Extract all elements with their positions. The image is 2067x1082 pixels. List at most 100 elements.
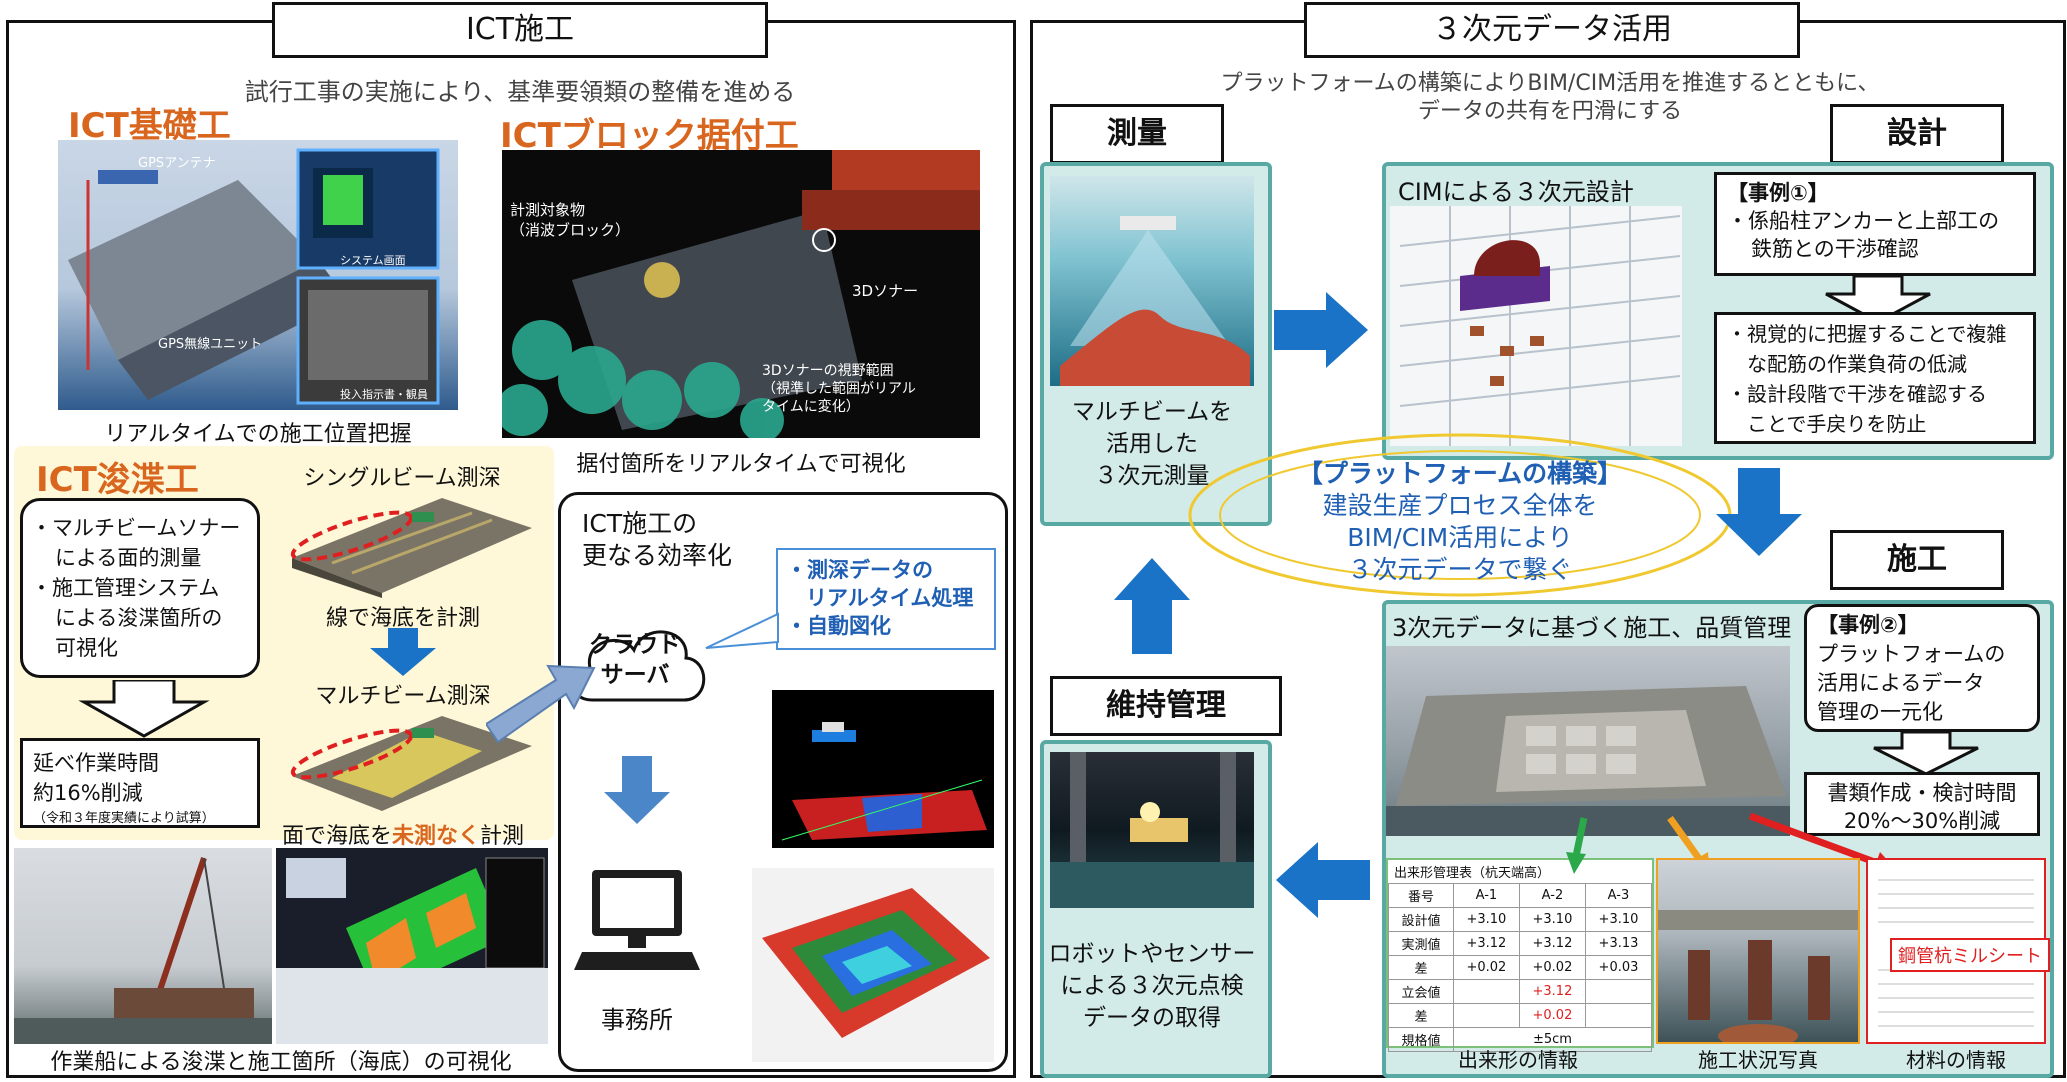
construction-case-box: 【事例②】 プラットフォームの 活用によるデータ 管理の一元化	[1804, 604, 2040, 732]
construction-effect-line: 書類作成・検討時間	[1827, 781, 2017, 805]
dredge-bullet: 可視化	[55, 636, 118, 660]
survey-line: マルチビームを	[1071, 399, 1233, 425]
survey-line: 活用した	[1106, 431, 1198, 457]
robot-illustration	[1050, 752, 1254, 908]
design-effect-line: ・設計段階で干渉を確認する	[1727, 382, 1987, 406]
cloud-server-label: クラウド サーバ	[580, 630, 690, 690]
table-cell: +3.10	[1452, 907, 1520, 932]
table-header-cell: A-2	[1518, 883, 1586, 908]
3d-data-panel-title: ３次元データ活用	[1304, 2, 1800, 58]
survey-line: ３次元測量	[1094, 463, 1210, 489]
mill-sheet-document: 鋼管杭ミルシート	[1866, 858, 2050, 1044]
maintenance-line: ロボットやセンサー	[1048, 941, 1256, 967]
cloud-label-line1: クラウド	[589, 632, 681, 658]
table-cell: +3.12	[1518, 979, 1586, 1004]
ict-subtitle: 試行工事の実施により、基準要領類の整備を進める	[244, 78, 796, 106]
dredge-bottom-caption: 作業船による浚渫と施工箇所（海底）の可視化	[50, 1050, 512, 1075]
table-cell: +3.13	[1584, 931, 1653, 956]
surface-3d-image	[752, 868, 994, 1062]
multi-beam-illustration	[290, 716, 532, 811]
table-row: 差 +0.02	[1388, 1003, 1653, 1028]
design-case-box: 【事例①】 ・係船柱アンカーと上部工の 鉄筋との干渉確認	[1714, 172, 2036, 276]
table-cell	[1452, 1003, 1520, 1028]
table-cell: 立会値	[1388, 979, 1454, 1004]
gps-antenna-label: GPSアンテナ	[138, 156, 216, 171]
subtitle-line2: データの共有を円滑にする	[1417, 99, 1683, 124]
maintenance-text: ロボットやセンサー による３次元点検 データの取得	[1046, 938, 1258, 1034]
construction-label: 施工	[1830, 530, 2004, 590]
system-screen-illustration	[276, 857, 548, 1044]
foundation-heading: ICT基礎工	[68, 106, 231, 146]
multi-caption-em: 未測なく	[391, 824, 480, 849]
cloud-label-line2: サーバ	[600, 662, 670, 688]
photo-caption: 施工状況写真	[1698, 1048, 1818, 1072]
block-image: 計測対象物 （消波ブロック） 3Dソナー 3Dソナーの視野範囲 （視準した範囲が…	[502, 150, 980, 438]
construction-case-line: 管理の一元化	[1817, 700, 1943, 724]
callout-pointer	[705, 612, 779, 649]
right-arrow-icon	[1274, 292, 1368, 368]
cloud-box-title: ICT施工の 更なる効率化	[582, 508, 732, 572]
surface-3d-illustration	[762, 888, 990, 1038]
dredge-ship-photo	[14, 848, 272, 1044]
table-cell: +0.03	[1584, 955, 1653, 980]
maintenance-label: 維持管理	[1050, 676, 1282, 736]
down-arrow-icon	[78, 680, 210, 738]
block-caption: 据付箇所をリアルタイムで可視化	[576, 452, 906, 477]
table-row: 規格値 ±5cm	[1388, 1027, 1653, 1052]
table-cell: ±5cm	[1452, 1027, 1653, 1052]
dredge-bullets: ・マルチビームソナー による面的測量 ・施工管理システム による浚渫箇所の 可視…	[20, 498, 260, 678]
gps-unit-label: GPS無線ユニット	[158, 337, 263, 352]
table-row: 立会値 +3.12	[1388, 979, 1653, 1004]
construction-site-illustration	[1386, 686, 1790, 836]
form-table-panel: 出来形管理表（杭天端高） 番号 A-1 A-2 A-3 設計値 +3.10 +3…	[1386, 858, 1654, 1052]
form-table: 番号 A-1 A-2 A-3 設計値 +3.10 +3.10 +3.10 実測値…	[1388, 883, 1653, 1052]
construction-title: 3次元データに基づく施工、品質管理	[1392, 614, 1792, 642]
down-right-arrow-icon	[1716, 468, 1802, 556]
piles-illustration	[1658, 910, 1858, 1042]
survey-illustration	[1060, 216, 1250, 386]
multi-beam-caption: 面で海底を未測なく計測	[272, 818, 534, 850]
callout-line3: ・自動図化	[786, 614, 891, 638]
single-beam-caption: 線で海底を計測	[325, 606, 480, 631]
system-screen-label: システム画面	[340, 254, 406, 267]
design-case-title: 【事例①】	[1727, 181, 1829, 205]
cloud-title-line2: 更なる効率化	[582, 541, 733, 570]
sounding-3d-illustration	[781, 722, 987, 841]
construction-case-line: プラットフォームの	[1817, 642, 2006, 666]
survey-text: マルチビームを 活用した ３次元測量	[1046, 396, 1258, 492]
multi-beam-title: マルチビーム測深	[315, 684, 491, 709]
cloud-down-arrow-icon	[604, 756, 670, 824]
diagonal-arrow-icon	[486, 664, 596, 744]
table-header-cell: A-3	[1584, 883, 1653, 908]
maintenance-line: による３次元点検	[1060, 973, 1244, 999]
dredge-result: 延べ作業時間 約16%削減 （令和３年度実績により試算）	[20, 738, 260, 828]
table-cell: 差	[1388, 955, 1454, 980]
design-effect-box: ・視覚的に把握することで複雑 な配筋の作業負荷の低減 ・設計段階で干渉を確認する…	[1714, 312, 2036, 444]
single-beam-title: シングルビーム測深	[303, 466, 501, 491]
design-case-line: 鉄筋との干渉確認	[1751, 237, 1919, 261]
platform-title: 【プラットフォームの構築】	[1297, 459, 1623, 488]
table-cell: +3.10	[1518, 907, 1586, 932]
platform-text: 【プラットフォームの構築】 建設生産プロセス全体を BIM/CIM活用により ３…	[1280, 458, 1640, 586]
single-beam-image	[272, 488, 534, 598]
dredge-heading: ICT浚渫工	[36, 460, 199, 500]
survey-image	[1050, 176, 1254, 386]
construction-case-line: 活用によるデータ	[1817, 671, 1985, 695]
platform-line: ３次元データで繋ぐ	[1347, 555, 1573, 584]
design-label: 設計	[1830, 104, 2004, 164]
table-cell: 規格値	[1388, 1027, 1454, 1052]
table-row: 設計値 +3.10 +3.10 +3.10	[1388, 907, 1653, 932]
cloud-title-line1: ICT施工の	[582, 509, 698, 538]
callout-line1: ・測深データの	[786, 558, 933, 582]
multi-caption-pre: 面で海底を	[281, 824, 392, 849]
table-row: 実測値 +3.12 +3.12 +3.13	[1388, 931, 1653, 956]
result-line1: 延べ作業時間	[33, 751, 159, 775]
block-range-label: 3Dソナーの視野範囲 （視準した範囲がリアル タイムに変化）	[762, 363, 916, 415]
sounding-3d-image	[772, 690, 994, 848]
office-label: 事務所	[601, 1006, 673, 1034]
form-table-title: 出来形管理表（杭天端高）	[1394, 866, 1551, 881]
construction-effect-line: 20%～30%削減	[1843, 809, 2001, 833]
table-row: 差 +0.02 +0.02 +0.03	[1388, 955, 1653, 980]
up-arrow-icon	[1114, 558, 1190, 654]
table-cell: +0.02	[1518, 955, 1586, 980]
